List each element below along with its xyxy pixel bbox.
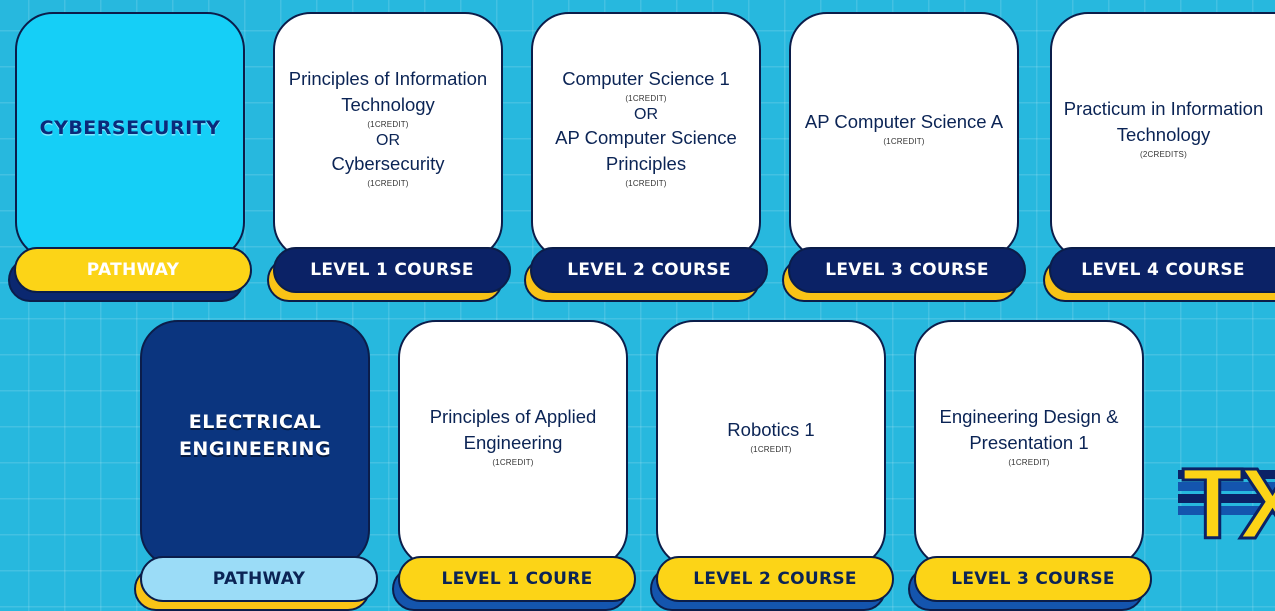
- course-card-level-4[interactable]: Practicum in Information Technology (2CR…: [1050, 12, 1275, 260]
- pathway-card-electrical-engineering[interactable]: ELECTRICAL ENGINEERING: [140, 320, 370, 568]
- course-name: Robotics 1: [727, 418, 815, 440]
- course-name: Technology: [1116, 123, 1211, 145]
- or-text: OR: [376, 132, 400, 149]
- course-card-level-1[interactable]: Principles of Applied Engineering (1CRED…: [398, 320, 628, 568]
- course-name: Computer Science 1: [562, 68, 730, 89]
- pathway-card-cybersecurity[interactable]: CYBERSECURITY: [15, 12, 245, 260]
- course-card-level-1[interactable]: Principles of Information Technology (1C…: [273, 12, 503, 260]
- credit-text: (1CREDIT): [625, 94, 667, 103]
- or-text: OR: [634, 106, 658, 123]
- pathway-title: ENGINEERING: [178, 438, 332, 460]
- credit-text: (2CREDITS): [1140, 149, 1187, 159]
- pathway-label[interactable]: PATHWAY: [140, 556, 378, 602]
- course-name: AP Computer Science A: [804, 110, 1004, 132]
- tx-logo: TX: [1178, 447, 1275, 552]
- pathway-label[interactable]: PATHWAY: [14, 247, 252, 293]
- pathway-title: CYBERSECURITY: [39, 116, 221, 139]
- credit-text: (1CREDIT): [367, 179, 409, 188]
- course-name: Cybersecurity: [331, 153, 445, 174]
- credit-text: (1CREDIT): [625, 179, 667, 188]
- level-4-label[interactable]: LEVEL 4 COURSE: [1049, 247, 1275, 293]
- level-3-label[interactable]: LEVEL 3 COURSE: [914, 556, 1152, 602]
- level-1-label[interactable]: LEVEL 1 COURSE: [273, 247, 511, 293]
- level-3-label[interactable]: LEVEL 3 COURSE: [788, 247, 1026, 293]
- level-2-label[interactable]: LEVEL 2 COURSE: [530, 247, 768, 293]
- course-name: Principles: [605, 153, 687, 174]
- credit-text: (1CREDIT): [367, 120, 409, 129]
- course-name: Presentation 1: [969, 431, 1089, 453]
- course-name: Principles of Applied: [429, 405, 597, 427]
- course-name: Principles of Information: [288, 68, 488, 89]
- course-name: Engineering Design &: [939, 405, 1119, 427]
- credit-text: (1CREDIT): [1008, 457, 1050, 467]
- course-name: AP Computer Science: [555, 127, 737, 148]
- level-1-label[interactable]: LEVEL 1 COURE: [398, 556, 636, 602]
- course-name: Technology: [341, 94, 435, 115]
- level-2-label[interactable]: LEVEL 2 COURSE: [656, 556, 894, 602]
- credit-text: (1CREDIT): [492, 457, 534, 467]
- tx-logo-text: TX: [1182, 448, 1275, 552]
- course-name: Engineering: [463, 431, 563, 453]
- course-card-level-3[interactable]: Engineering Design & Presentation 1 (1CR…: [914, 320, 1144, 568]
- course-name: Practicum in Information: [1063, 97, 1264, 119]
- course-card-level-2[interactable]: Robotics 1 (1CREDIT): [656, 320, 886, 568]
- credit-text: (1CREDIT): [750, 444, 792, 454]
- credit-text: (1CREDIT): [883, 136, 925, 146]
- course-card-level-2[interactable]: Computer Science 1 (1CREDIT) OR AP Compu…: [531, 12, 761, 260]
- course-card-level-3[interactable]: AP Computer Science A (1CREDIT): [789, 12, 1019, 260]
- pathway-title: ELECTRICAL: [188, 411, 322, 433]
